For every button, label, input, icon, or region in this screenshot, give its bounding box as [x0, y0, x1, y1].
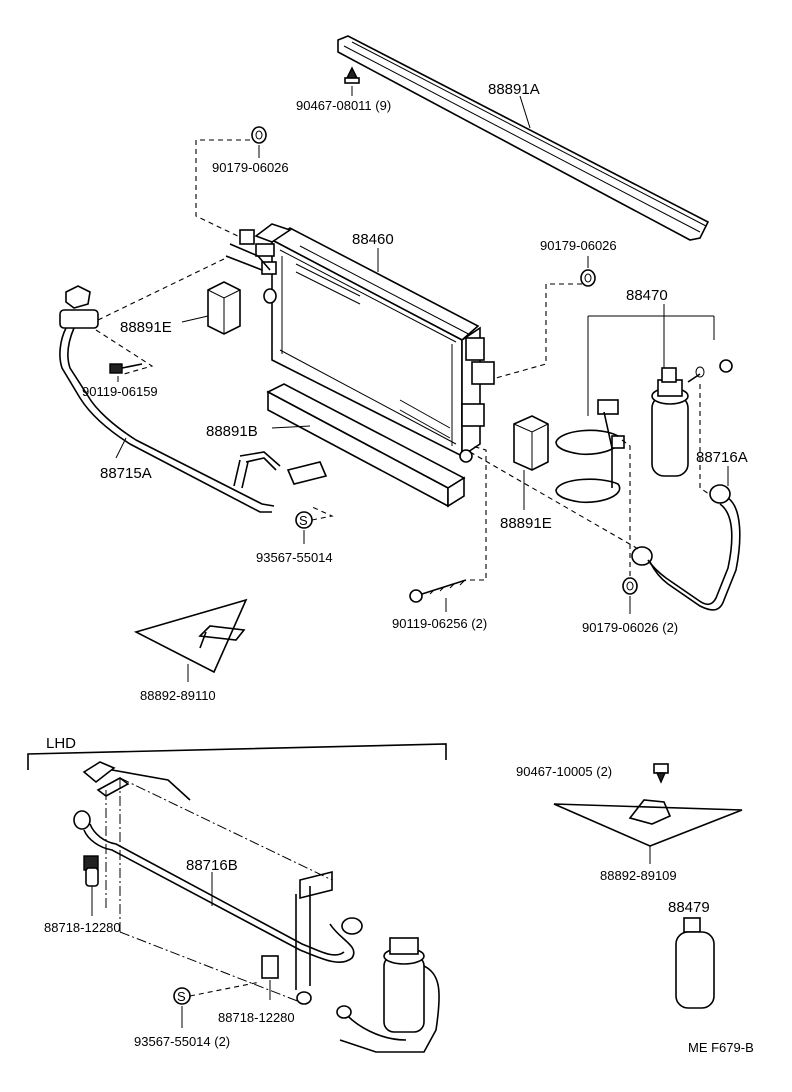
svg-text:S: S — [299, 513, 308, 528]
label-90179-06026-b: 90179-06026 — [540, 238, 617, 253]
label-93567-55014: 93567-55014 — [256, 550, 333, 565]
label-88891e-b: 88891E — [500, 515, 552, 532]
washer-93567-55014: S — [295, 511, 313, 529]
label-90119-06256: 90119-06256 (2) — [392, 616, 487, 631]
condenser-88460 — [225, 223, 495, 463]
seal-bar-88891b — [266, 383, 466, 508]
label-88716a: 88716A — [696, 449, 748, 466]
seal-strip-88891a — [337, 35, 710, 241]
clip-90467-08011 — [344, 66, 360, 84]
lhd-bracket — [27, 743, 447, 770]
seal-sheet-88892-89110 — [133, 598, 248, 674]
condenser-lhd — [73, 761, 363, 1005]
label-90119-06159: 90119-06159 — [82, 384, 158, 399]
label-88718-12280-a: 88718-12280 — [44, 920, 121, 935]
label-88460: 88460 — [352, 231, 394, 248]
nut-90179-06026-b — [580, 269, 596, 287]
bottle-88479 — [675, 917, 715, 1009]
label-88891a: 88891A — [488, 81, 540, 98]
svg-text:S: S — [177, 989, 186, 1004]
label-93567-55014-lhd: 93567-55014 (2) — [134, 1034, 230, 1049]
label-lhd: LHD — [46, 735, 76, 752]
label-90179-06026-c: 90179-06026 (2) — [582, 620, 678, 635]
pipe-88716a — [631, 484, 741, 611]
nut-90179-06026-c — [622, 577, 638, 595]
bolt-90119-06256 — [409, 579, 467, 603]
label-88892-89110: 88892-89110 — [140, 688, 216, 703]
washer-93567-55014-lhd: S — [173, 987, 191, 1005]
label-88892-89109: 88892-89109 — [600, 868, 677, 883]
label-88479: 88479 — [668, 899, 710, 916]
label-90179-06026-a: 90179-06026 — [212, 160, 289, 175]
clamp-bracket — [555, 399, 625, 504]
label-88891b: 88891B — [206, 423, 258, 440]
seal-block-88891e-a — [207, 281, 241, 335]
label-88891e-a: 88891E — [120, 319, 172, 336]
seal-block-88891e-b — [513, 415, 549, 471]
label-90467-08011: 90467-08011 (9) — [296, 98, 391, 113]
pipe-88715a — [59, 285, 328, 513]
bolt-90119-06159 — [109, 363, 143, 374]
nut-90179-06026-a — [251, 126, 267, 144]
label-88718-12280-b: 88718-12280 — [218, 1010, 295, 1025]
sensor-88718-12280-a — [83, 855, 99, 887]
figure-code: ME F679-B — [688, 1040, 754, 1055]
label-88470: 88470 — [626, 287, 668, 304]
receiver-lhd — [336, 937, 440, 1053]
label-90467-10005: 90467-10005 (2) — [516, 764, 612, 779]
label-88715a: 88715A — [100, 465, 152, 482]
clip-90467-10005 — [653, 763, 669, 784]
receiver-88470 — [651, 359, 733, 477]
seal-sheet-88892-89109 — [553, 799, 743, 847]
label-88716b: 88716B — [186, 857, 238, 874]
